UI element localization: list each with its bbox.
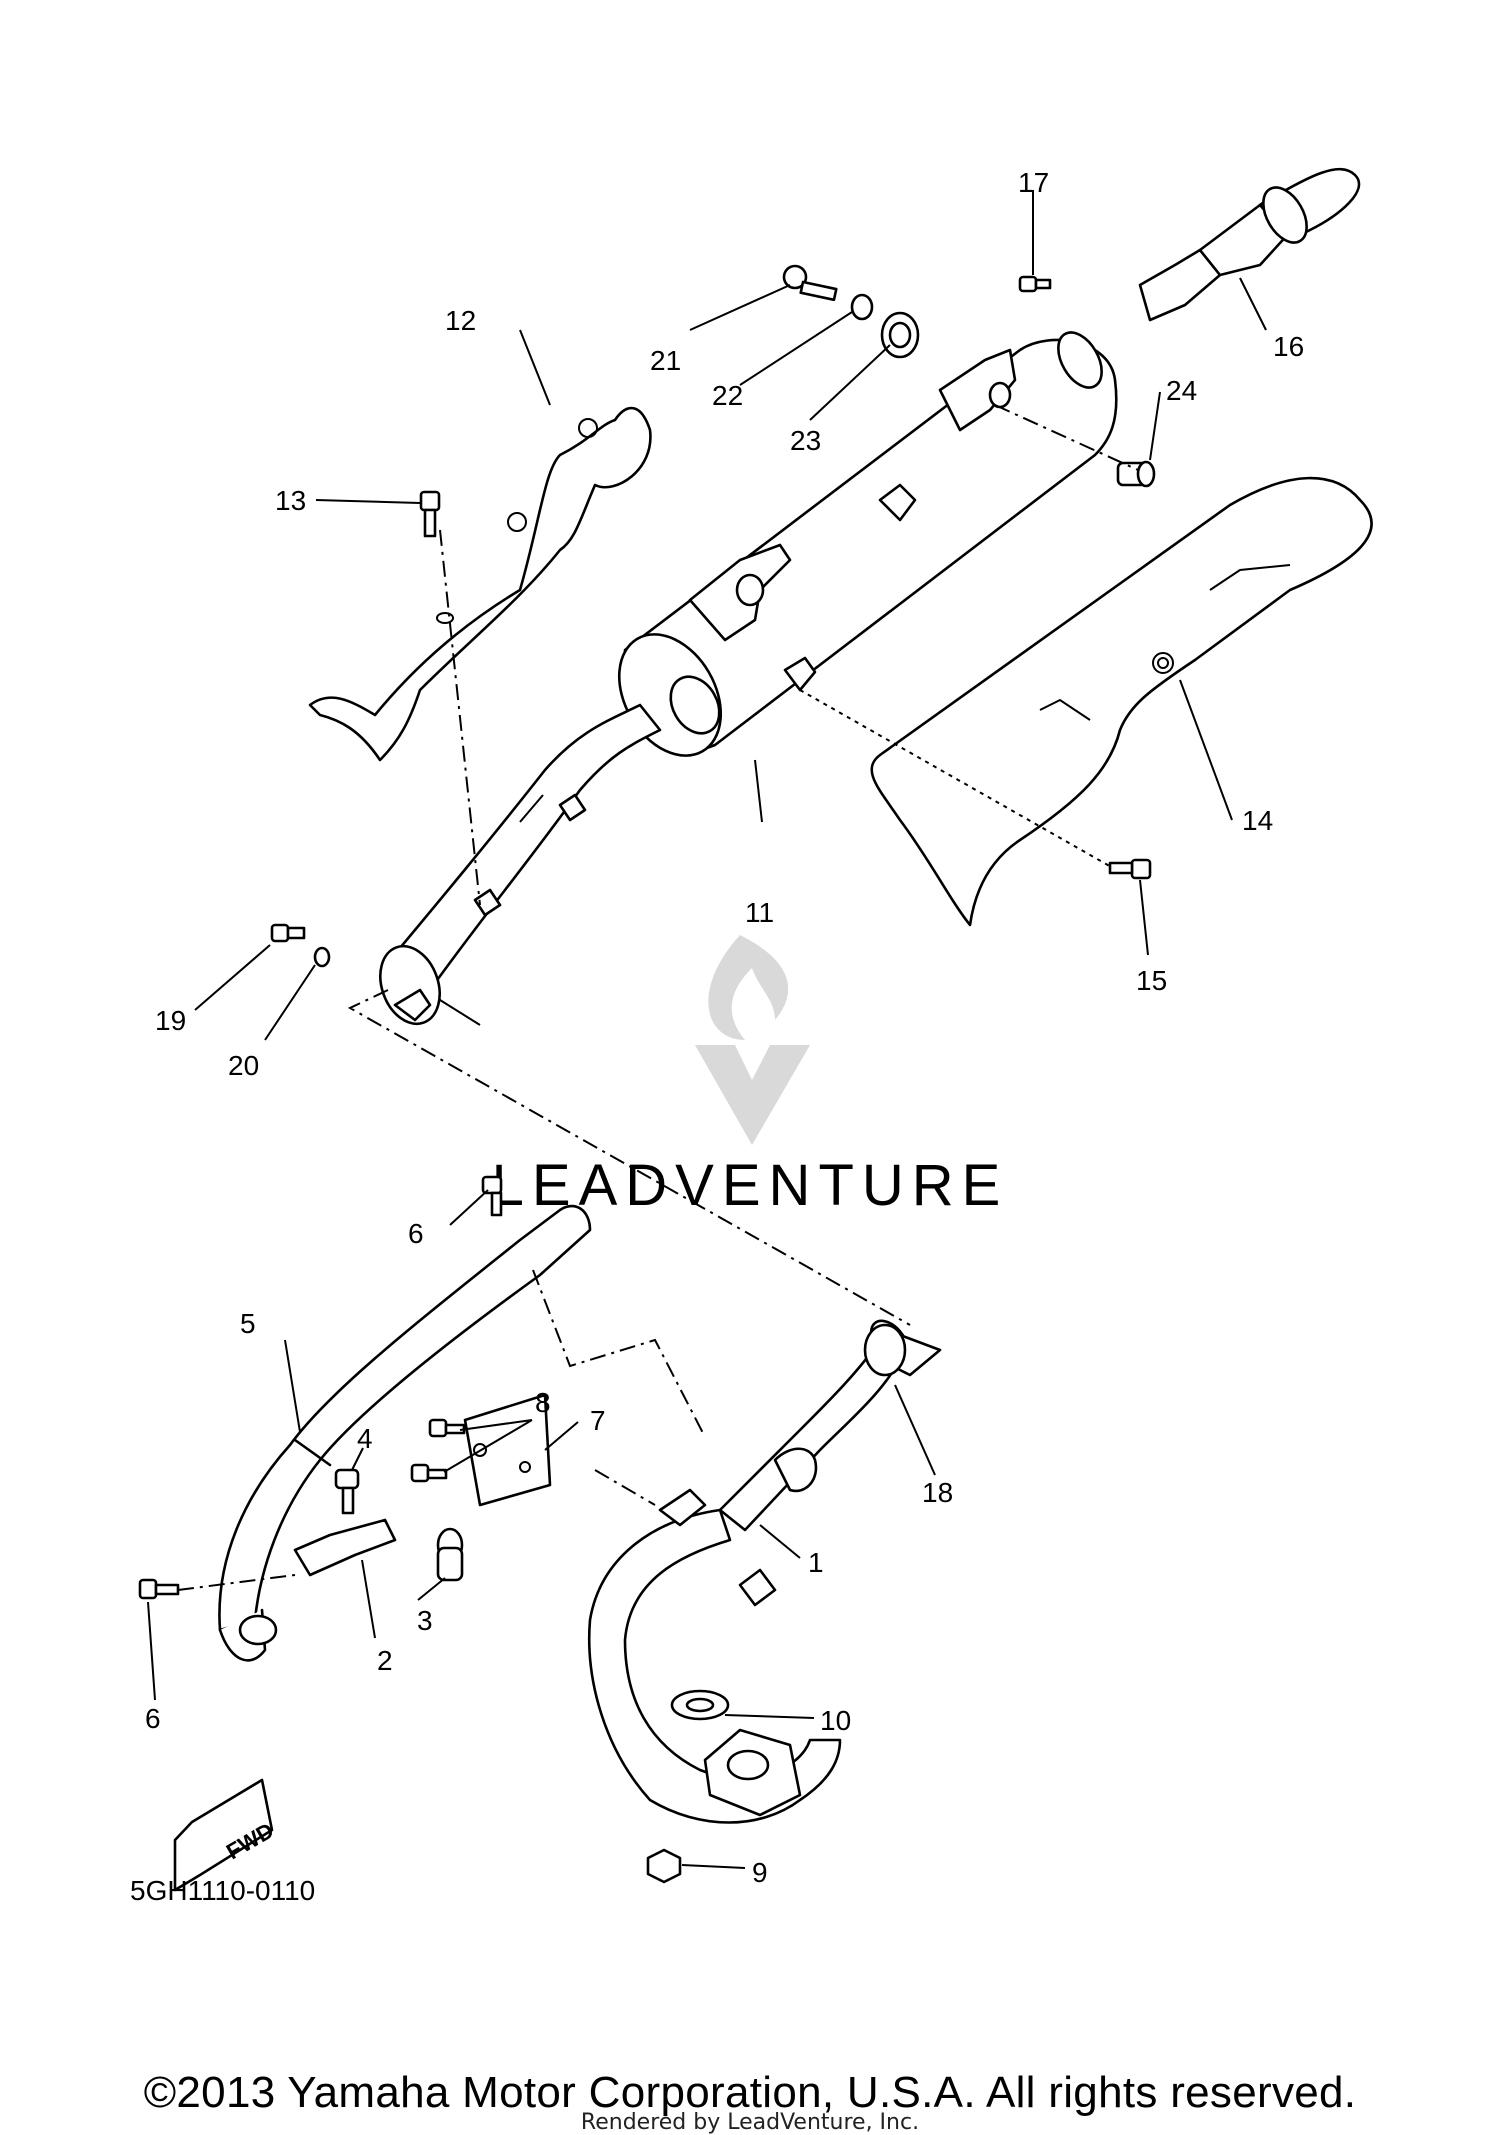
drawing-code: 5GH1110-0110	[130, 1875, 315, 1906]
callout-18: 18	[922, 1477, 953, 1508]
fwd-arrow: FWD	[173, 1778, 278, 1892]
leadventure-watermark: LEADVENTURE	[492, 935, 1000, 1218]
washer-22	[850, 293, 874, 321]
flange-10	[670, 1689, 802, 1817]
callout-15: 15	[1136, 965, 1167, 996]
callout-6-lower: 6	[145, 1703, 161, 1734]
bolt-17	[1018, 275, 1052, 293]
callout-4: 4	[357, 1423, 373, 1454]
washer-20	[313, 946, 331, 968]
callout-14: 14	[1242, 805, 1273, 836]
callout-23: 23	[790, 425, 821, 456]
callout-6-upper: 6	[408, 1218, 424, 1249]
collar-24	[1116, 460, 1156, 488]
callout-8: 8	[535, 1387, 551, 1418]
callout-7: 7	[590, 1405, 606, 1436]
connecting-pipe	[379, 703, 662, 1026]
bolt-19	[270, 923, 306, 943]
damper-3	[436, 1527, 464, 1582]
callout-1: 1	[808, 1547, 824, 1578]
bolt-6-upper	[481, 1175, 503, 1217]
callout-5: 5	[240, 1308, 256, 1339]
callout-17: 17	[1018, 167, 1049, 198]
nut-9	[646, 1848, 682, 1884]
rendered-by-notice: Rendered by LeadVenture, Inc.	[580, 2110, 920, 2135]
bracket-2	[293, 1518, 397, 1577]
callout-2: 2	[377, 1645, 393, 1676]
callout-16: 16	[1273, 331, 1304, 362]
heat-shield-12	[308, 406, 652, 762]
callout-11: 11	[745, 897, 774, 928]
callout-3: 3	[417, 1605, 433, 1636]
gasket-18	[863, 1323, 942, 1377]
leader-lines	[147, 190, 1267, 1869]
heat-shield-14	[870, 476, 1373, 927]
spark-arrester-16	[1138, 167, 1361, 322]
bolt-15	[1108, 858, 1152, 880]
grommet-23	[880, 311, 920, 359]
protector-5	[218, 1204, 592, 1662]
callout-13: 13	[275, 485, 306, 516]
bolts-8	[410, 1418, 466, 1483]
bolt-13	[419, 490, 441, 538]
copyright-notice: ©2013 Yamaha Motor Corporation, U.S.A. A…	[143, 2068, 1357, 2117]
bolt-6-lower	[138, 1578, 180, 1600]
callout-22: 22	[712, 380, 743, 411]
callout-24: 24	[1166, 375, 1197, 406]
muffler-11	[617, 331, 1118, 757]
bolt-21	[782, 264, 838, 302]
callout-19: 19	[155, 1005, 186, 1036]
callout-10: 10	[820, 1705, 851, 1736]
callout-12: 12	[445, 305, 476, 336]
callout-numbers: 1 2 3 4 5 6 6 7 8 9 10 11 12 13 14 15 16…	[145, 167, 1304, 1888]
bolt-4	[334, 1468, 360, 1515]
callout-20: 20	[228, 1050, 259, 1081]
callout-21: 21	[650, 345, 681, 376]
callout-9: 9	[752, 1857, 768, 1888]
exhaust-pipe-1	[588, 1319, 909, 1824]
